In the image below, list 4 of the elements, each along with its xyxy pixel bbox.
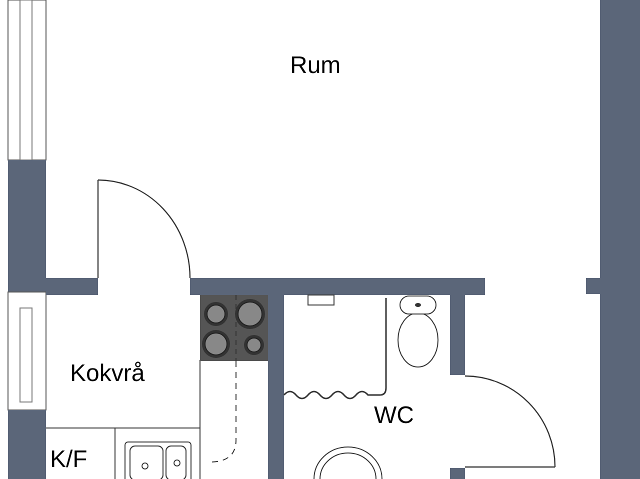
room-label: K/F [50,448,88,472]
room-label: Rum [290,54,341,78]
room-label: Kokvrå [70,362,145,386]
room-label: WC [374,404,414,428]
